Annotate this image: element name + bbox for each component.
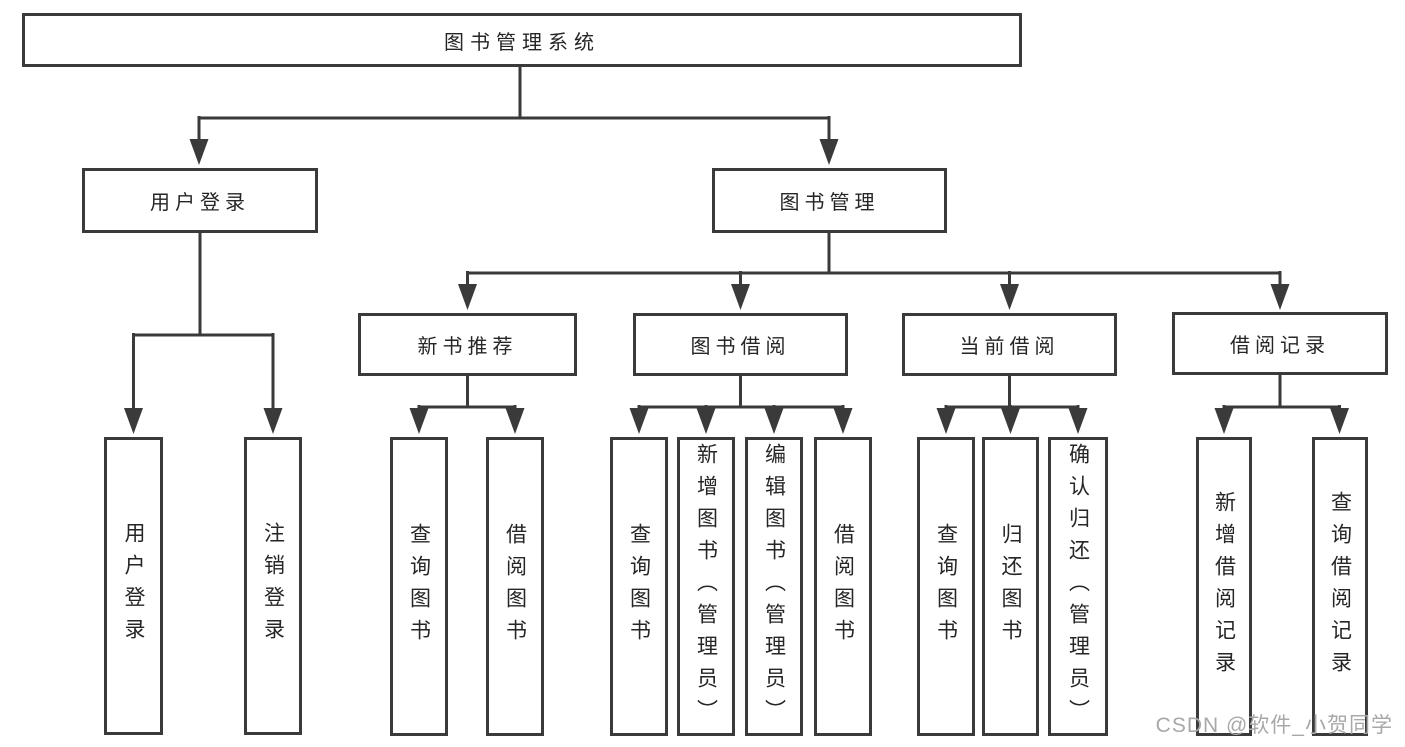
node-leaf-return-books: 归还图书 bbox=[982, 437, 1039, 736]
node-leaf-logout: 注销登录 bbox=[244, 437, 302, 735]
node-label: 借阅图书 bbox=[503, 522, 527, 651]
node-new-book-recommendation: 新书推荐 bbox=[358, 313, 577, 376]
node-label: 查询借阅记录 bbox=[1328, 490, 1352, 683]
node-label: 查询图书 bbox=[627, 522, 651, 651]
node-label: 编辑图书（管理员） bbox=[762, 442, 786, 731]
node-label: 新书推荐 bbox=[417, 336, 518, 358]
node-leaf-confirm-return-admin: 确认归还（管理员） bbox=[1048, 437, 1108, 736]
node-label: 确认归还（管理员） bbox=[1066, 442, 1090, 731]
node-label: 当前借阅 bbox=[959, 336, 1060, 358]
node-book-management-branch: 图书管理 bbox=[712, 168, 947, 233]
node-label: 图书借阅 bbox=[690, 336, 791, 358]
node-label: 归还图书 bbox=[999, 522, 1022, 651]
node-label: 查询图书 bbox=[934, 522, 958, 651]
node-borrowing-records: 借阅记录 bbox=[1172, 312, 1388, 375]
node-leaf-query-books-1: 查询图书 bbox=[390, 437, 448, 736]
node-label: 用户登录 bbox=[122, 522, 145, 650]
node-leaf-query-borrow-record: 查询借阅记录 bbox=[1312, 437, 1368, 736]
node-leaf-query-books-3: 查询图书 bbox=[917, 437, 975, 736]
node-leaf-add-books-admin: 新增图书（管理员） bbox=[677, 437, 735, 736]
node-library-management-system: 图书管理系统 bbox=[22, 13, 1022, 67]
node-leaf-borrow-books-1: 借阅图书 bbox=[486, 437, 544, 736]
node-leaf-add-borrow-record: 新增借阅记录 bbox=[1196, 437, 1252, 736]
node-label: 查询图书 bbox=[407, 522, 431, 651]
node-label: 新增借阅记录 bbox=[1212, 490, 1236, 683]
node-user-login-branch: 用户登录 bbox=[82, 168, 318, 233]
node-current-borrowing: 当前借阅 bbox=[902, 313, 1117, 376]
node-label: 图书管理 bbox=[779, 192, 880, 214]
node-leaf-borrow-books-2: 借阅图书 bbox=[814, 437, 872, 736]
node-label: 用户登录 bbox=[150, 192, 250, 214]
node-label: 注销登录 bbox=[261, 522, 285, 650]
node-label: 借阅记录 bbox=[1230, 335, 1330, 357]
node-label: 图书管理系统 bbox=[444, 31, 600, 54]
node-label: 借阅图书 bbox=[831, 522, 855, 651]
node-leaf-query-books-2: 查询图书 bbox=[610, 437, 668, 736]
node-label: 新增图书（管理员） bbox=[694, 442, 718, 731]
node-book-borrowing: 图书借阅 bbox=[633, 313, 848, 376]
node-leaf-user-login: 用户登录 bbox=[104, 437, 163, 735]
node-leaf-edit-books-admin: 编辑图书（管理员） bbox=[745, 437, 803, 736]
